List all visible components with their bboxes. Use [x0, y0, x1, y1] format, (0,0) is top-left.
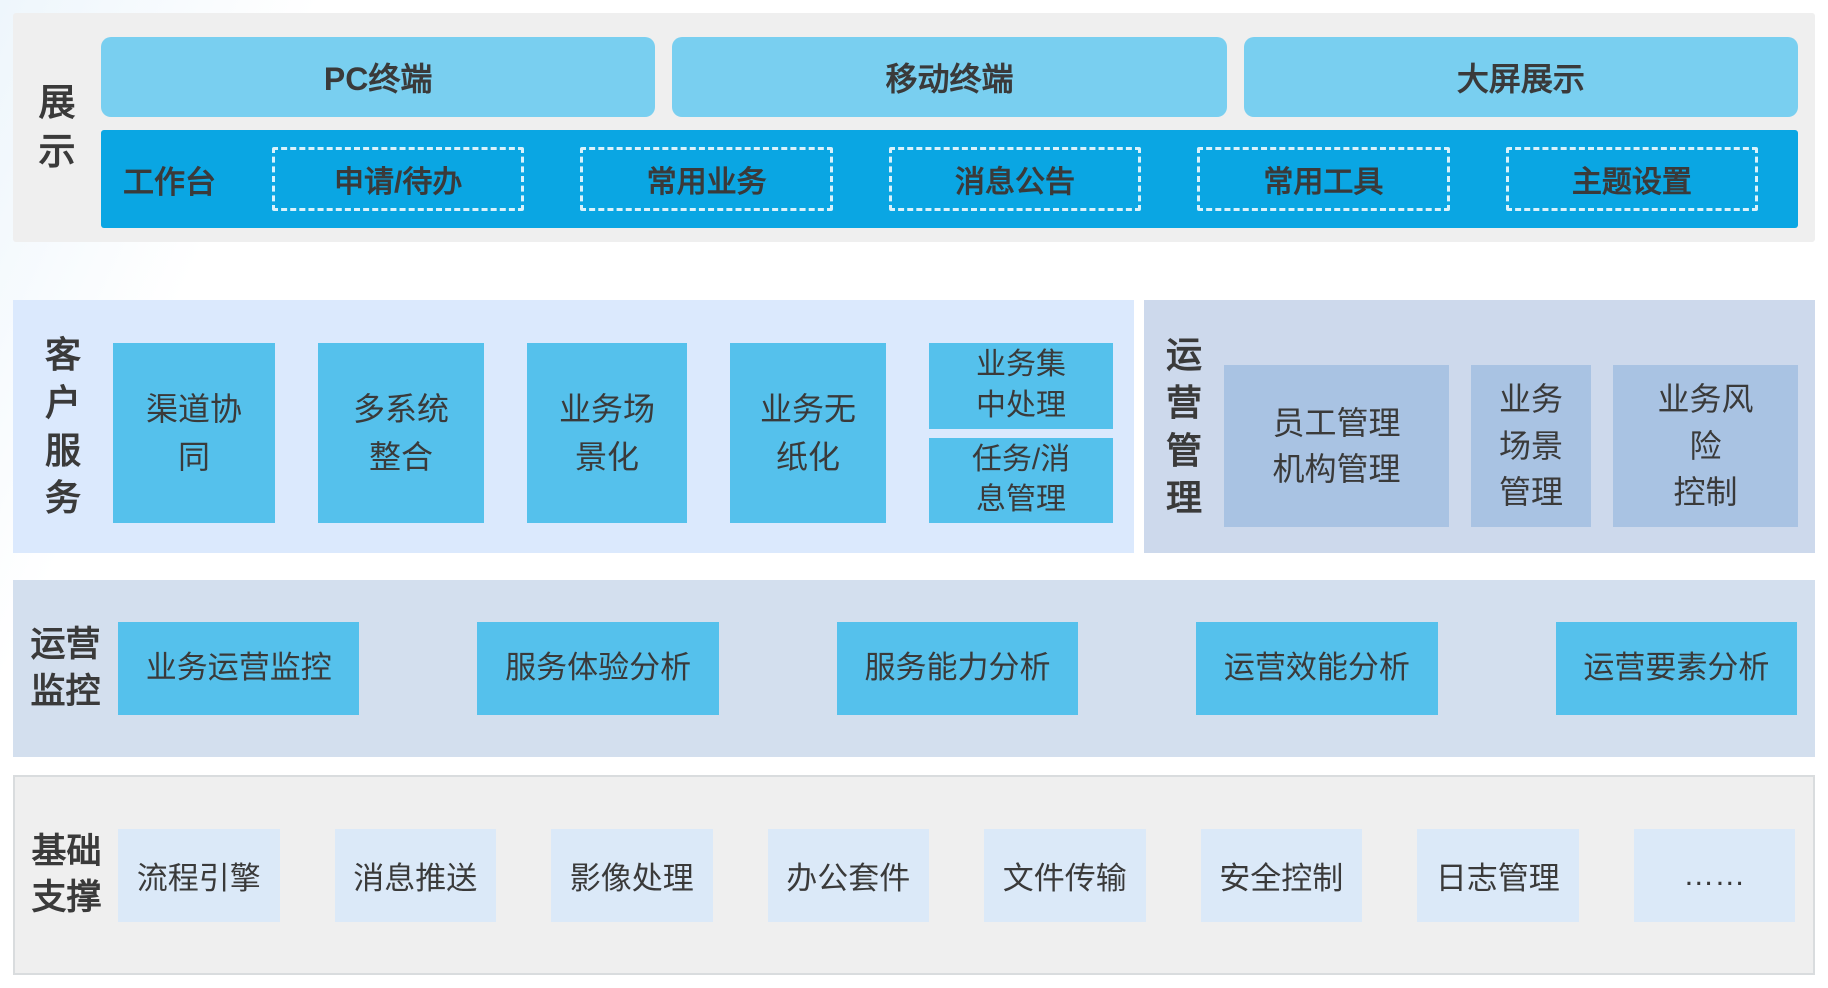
band-customer-service: 客 户 服 务 渠道协 同 多系统 整合 业务场 景化 业务无 纸化 业务集 中… — [13, 300, 1134, 553]
om-box-staff-org-management: 员工管理 机构管理 — [1224, 365, 1449, 527]
support-box-process-engine: 流程引擎 — [118, 828, 280, 922]
terminal-row: PC终端 移动终端 大屏展示 — [101, 37, 1798, 117]
workbench-bar: 工作台 申请/待办 常用业务 消息公告 常用工具 主题设置 — [101, 130, 1798, 228]
workbench-label: 工作台 — [123, 164, 216, 200]
support-box-log-management: 日志管理 — [1417, 828, 1579, 922]
band-operation-management-label: 运 营 管 理 — [1165, 334, 1202, 519]
monitor-box-service-capability-analysis: 服务能力分析 — [836, 622, 1079, 715]
om-box-business-risk-control: 业务风 险 控制 — [1613, 365, 1798, 527]
cs-stacked-boxes: 业务集 中处理 任务/消 息管理 — [929, 343, 1113, 523]
customer-service-boxes: 渠道协 同 多系统 整合 业务场 景化 业务无 纸化 业务集 中处理 任务/消 … — [113, 300, 1134, 553]
cs-box-business-scenario: 业务场 景化 — [527, 343, 687, 523]
cs-box-multi-system-integration: 多系统 整合 — [318, 343, 484, 523]
cs-box-task-message-management: 任务/消 息管理 — [929, 437, 1113, 523]
monitor-box-service-experience-analysis: 服务体验分析 — [477, 622, 719, 715]
band-row-services: 客 户 服 务 渠道协 同 多系统 整合 业务场 景化 业务无 纸化 业务集 中… — [13, 300, 1815, 553]
support-box-file-transfer: 文件传输 — [984, 828, 1146, 922]
band-basic-support-label: 基础 支撑 — [31, 831, 102, 917]
workbench-item-common-tools: 常用工具 — [1197, 147, 1450, 211]
om-box-business-scenario-management: 业务 场景 管理 — [1471, 365, 1591, 527]
workbench-item-theme-settings: 主题设置 — [1505, 147, 1759, 211]
support-box-message-push: 消息推送 — [334, 828, 496, 922]
support-box-security-control: 安全控制 — [1200, 828, 1362, 922]
monitor-box-operation-efficiency-analysis: 运营效能分析 — [1196, 622, 1438, 715]
workbench-item-common-business: 常用业务 — [580, 147, 833, 211]
workbench-item-message-notice: 消息公告 — [888, 147, 1142, 211]
basic-support-boxes: 流程引擎 消息推送 影像处理 办公套件 文件传输 安全控制 日志管理 …… — [118, 828, 1813, 922]
band-operation-monitoring: 运营 监控 业务运营监控 服务体验分析 服务能力分析 运营效能分析 运营要素分析 — [13, 580, 1815, 757]
monitor-box-operation-factor-analysis: 运营要素分析 — [1555, 622, 1798, 715]
terminal-box-bigscreen: 大屏展示 — [1243, 37, 1798, 117]
cs-box-paperless-business: 业务无 纸化 — [730, 343, 886, 523]
terminal-box-mobile: 移动终端 — [672, 37, 1227, 117]
operation-management-boxes: 员工管理 机构管理 业务 场景 管理 业务风 险 控制 — [1224, 300, 1815, 553]
support-box-office-suite: 办公套件 — [767, 828, 929, 922]
support-box-image-processing: 影像处理 — [551, 828, 713, 922]
cs-box-centralized-processing: 业务集 中处理 — [929, 343, 1113, 429]
band-basic-support: 基础 支撑 流程引擎 消息推送 影像处理 办公套件 文件传输 安全控制 日志管理… — [13, 775, 1815, 975]
band-operation-monitoring-label: 运营 监控 — [30, 625, 101, 711]
band-display-label: 展 示 — [38, 81, 76, 172]
monitor-box-business-operation-monitoring: 业务运营监控 — [118, 622, 360, 715]
cs-box-channel-collaboration: 渠道协 同 — [113, 343, 275, 523]
operation-monitoring-boxes: 业务运营监控 服务体验分析 服务能力分析 运营效能分析 运营要素分析 — [118, 622, 1815, 715]
band-customer-service-label: 客 户 服 务 — [44, 334, 81, 519]
band-operation-management: 运 营 管 理 员工管理 机构管理 业务 场景 管理 业务风 险 控制 — [1144, 300, 1815, 553]
band-display: 展 示 PC终端 移动终端 大屏展示 工作台 申请/待办 常用业务 消息公告 常… — [13, 13, 1815, 242]
support-box-ellipsis: …… — [1633, 828, 1795, 922]
band-display-content: PC终端 移动终端 大屏展示 工作台 申请/待办 常用业务 消息公告 常用工具 … — [101, 13, 1815, 242]
terminal-box-pc: PC终端 — [101, 37, 656, 117]
workbench-item-apply-todo: 申请/待办 — [272, 147, 525, 211]
